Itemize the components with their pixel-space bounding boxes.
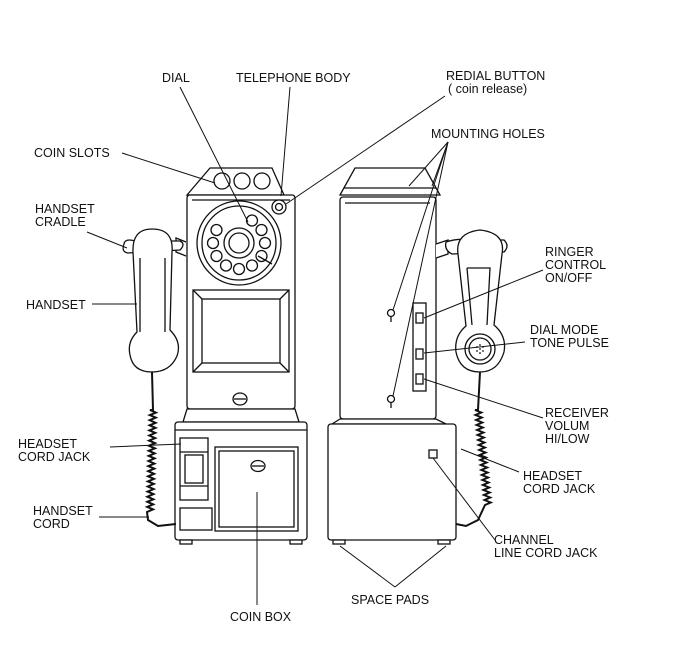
mounting-hole-upper (386, 308, 396, 322)
rotary-dial[interactable] (196, 200, 282, 286)
label-dial-mode-1: DIAL MODE (530, 323, 598, 337)
label-channel-2: LINE CORD JACK (494, 546, 598, 560)
dial-finger-hole (245, 259, 259, 272)
dial-finger-hole (219, 259, 233, 272)
label-redial-button: REDIAL BUTTON (446, 69, 545, 83)
label-dial-mode-2: TONE PULSE (530, 336, 609, 350)
earpiece-hole (476, 350, 478, 352)
side-lower-body (327, 423, 457, 541)
handset[interactable] (128, 228, 180, 373)
label-receiver-2: VOLUM (545, 419, 589, 433)
space-pad-right (437, 539, 451, 545)
leader-lines (86, 86, 544, 605)
label-ringer-1: RINGER (545, 245, 594, 259)
label-space-pads: SPACE PADS (351, 593, 429, 607)
side-view (327, 167, 508, 545)
ringer-control-switch[interactable] (415, 312, 424, 324)
label-telephone-body: TELEPHONE BODY (236, 71, 351, 85)
side-hood (338, 167, 442, 196)
label-handset-cord-2: CORD (33, 517, 70, 531)
earpiece-hole (479, 348, 481, 350)
label-ringer-3: ON/OFF (545, 271, 593, 285)
receiver-volume-switch[interactable] (415, 373, 424, 385)
earpiece-hole (482, 350, 484, 352)
coin-slot-2 (233, 172, 251, 190)
dial-finger-hole (232, 262, 246, 276)
dial-finger-hole (255, 249, 268, 263)
label-dial: DIAL (162, 71, 190, 85)
label-handset-cradle-2: CRADLE (35, 215, 86, 229)
dial-mode-switch[interactable] (415, 348, 424, 360)
earpiece-hole (479, 352, 481, 354)
label-headset-jack-left-1: HEADSET (18, 437, 77, 451)
dial-finger-hole (245, 214, 259, 227)
label-channel-1: CHANNEL (494, 533, 554, 547)
label-receiver-3: HI/LOW (545, 432, 590, 446)
label-handset-cord-1: HANDSET (33, 504, 93, 518)
coin-slot-3 (253, 172, 271, 190)
line-cord-jack[interactable] (428, 449, 438, 459)
dial-finger-hole (258, 236, 272, 250)
mounting-hole-lower (386, 394, 396, 408)
coin-slot-1 (213, 172, 231, 190)
display-frame (192, 289, 290, 373)
labels: DIAL TELEPHONE BODY REDIAL BUTTON ( coin… (18, 69, 609, 624)
dial-finger-hole (206, 236, 220, 250)
label-coin-box: COIN BOX (230, 610, 292, 624)
label-receiver-1: RECEIVER (545, 406, 609, 420)
coin-return-knob[interactable] (232, 392, 248, 406)
dial-finger-hole (210, 223, 223, 237)
label-headset-jack-right-2: CORD JACK (523, 482, 596, 496)
dial-finger-hole (210, 249, 223, 263)
side-handset[interactable] (455, 229, 506, 373)
label-handset-cradle-1: HANDSET (35, 202, 95, 216)
label-headset-jack-left-2: CORD JACK (18, 450, 91, 464)
label-coin-slots: COIN SLOTS (34, 146, 110, 160)
handset-cord-left (144, 371, 177, 528)
earpiece-hole (479, 344, 481, 346)
dial-finger-hole (255, 223, 268, 237)
label-mounting-holes: MOUNTING HOLES (431, 127, 545, 141)
handset-cord-right (455, 371, 494, 528)
label-ringer-2: CONTROL (545, 258, 606, 272)
space-pad-left (332, 539, 346, 545)
front-view (122, 167, 308, 545)
label-headset-jack-right-1: HEADSET (523, 469, 582, 483)
label-redial-sub: ( coin release) (448, 82, 527, 96)
label-handset: HANDSET (26, 298, 86, 312)
